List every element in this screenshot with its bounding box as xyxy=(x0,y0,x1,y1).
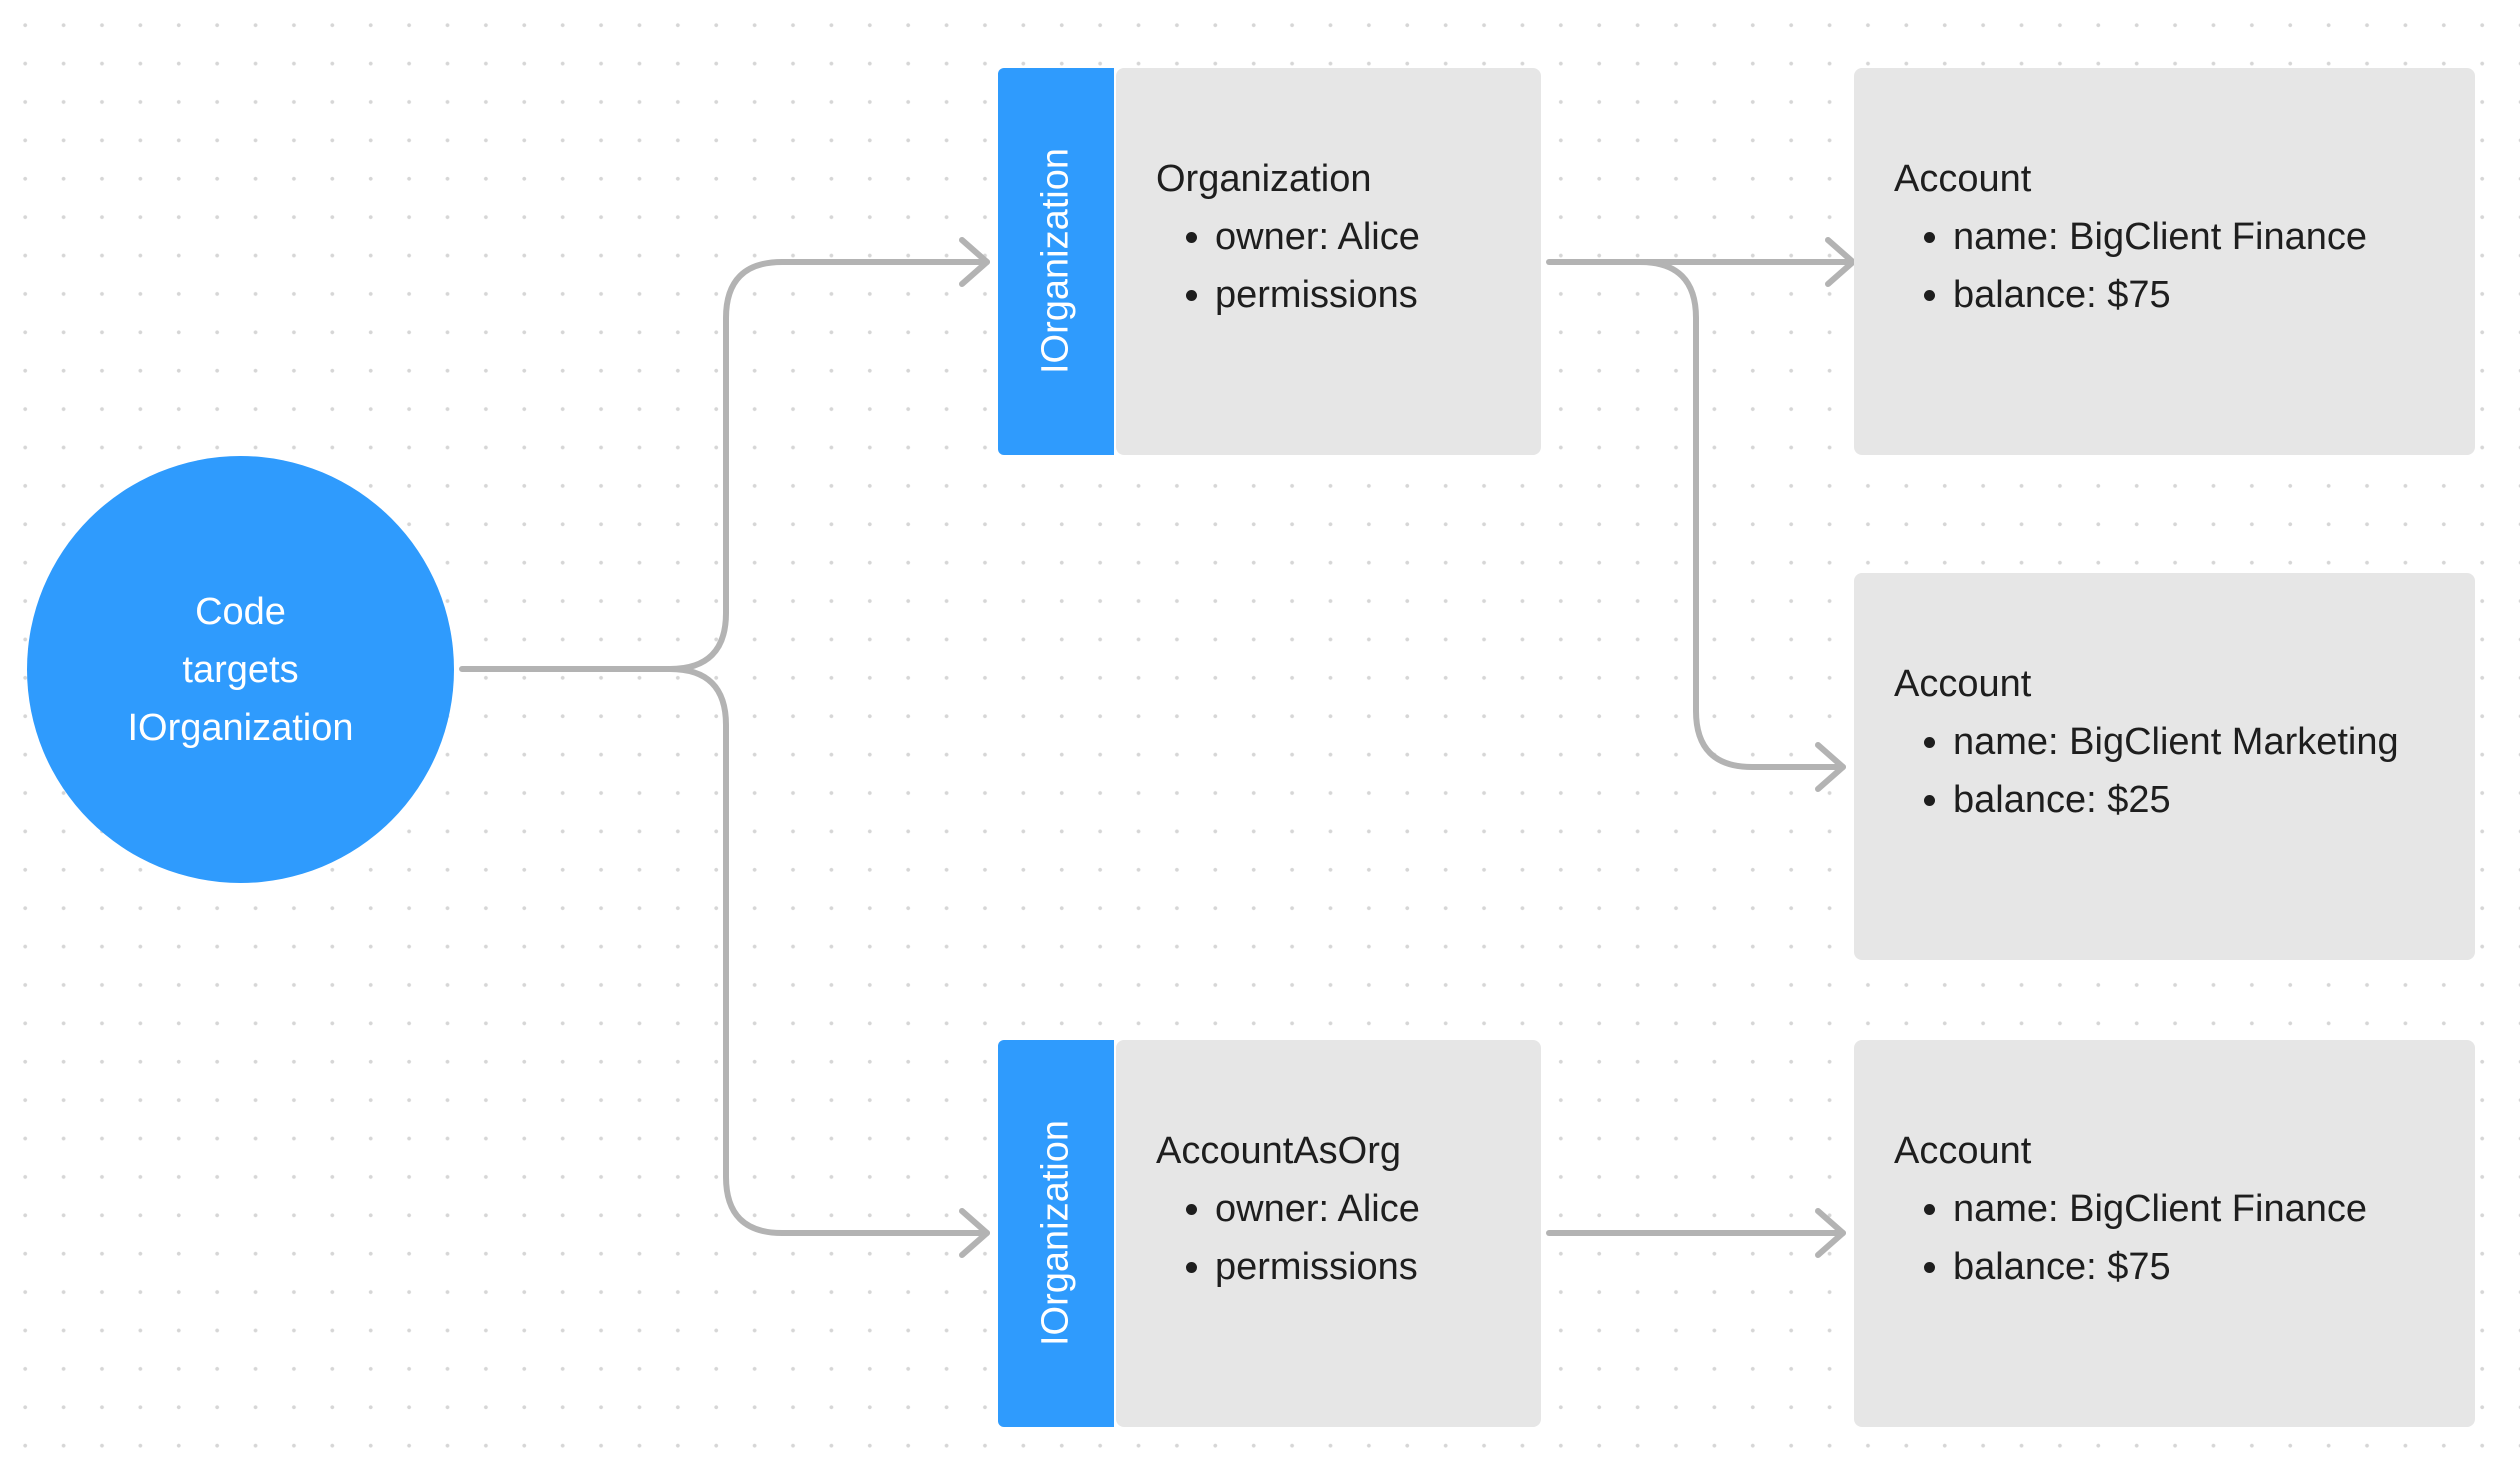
source-line: Code xyxy=(195,590,286,633)
connector-source-to-accountasorg xyxy=(667,666,990,1236)
account-card-finance: Account name: BigClient Finance balance:… xyxy=(1854,68,2475,455)
source-line: targets xyxy=(182,648,299,691)
card-title: Account xyxy=(1894,663,2032,705)
property-list: name: BigClient Finance balance: $75 xyxy=(1894,208,2475,324)
arrowhead-account-marketing xyxy=(1815,742,1846,792)
card-title: AccountAsOrg xyxy=(1156,1130,1401,1172)
property-item: balance: $75 xyxy=(1953,1238,2475,1296)
interface-tab-label: IOrganization xyxy=(1034,147,1077,375)
property-item: name: BigClient Marketing xyxy=(1953,713,2475,771)
property-list: owner: Alice permissions xyxy=(1156,208,1541,324)
property-item: permissions xyxy=(1215,266,1541,324)
source-node-circle: Code targets IOrganization xyxy=(27,456,454,883)
interface-tab-organization: IOrganization xyxy=(998,68,1114,455)
property-item: owner: Alice xyxy=(1215,208,1541,266)
property-item: name: BigClient Finance xyxy=(1953,208,2475,266)
property-item: name: BigClient Finance xyxy=(1953,1180,2475,1238)
arrowhead-account-finance xyxy=(1825,237,1856,287)
card-title: Organization xyxy=(1156,158,1372,200)
interface-tab-label: IOrganization xyxy=(1034,1119,1077,1347)
property-item: balance: $25 xyxy=(1953,771,2475,829)
source-line: IOrganization xyxy=(127,706,354,749)
account-card-finance-lower: Account name: BigClient Finance balance:… xyxy=(1854,1040,2475,1427)
connector-organization-to-account-marketing xyxy=(1637,259,1846,770)
property-list: owner: Alice permissions xyxy=(1156,1180,1541,1296)
property-list: name: BigClient Marketing balance: $25 xyxy=(1894,713,2475,829)
card-title: Account xyxy=(1894,158,2032,200)
property-item: permissions xyxy=(1215,1238,1541,1296)
arrowhead-accountasorg xyxy=(959,1208,990,1258)
property-list: name: BigClient Finance balance: $75 xyxy=(1894,1180,2475,1296)
organization-card: Organization owner: Alice permissions xyxy=(1116,68,1541,455)
arrowhead-organization xyxy=(959,237,990,287)
property-item: balance: $75 xyxy=(1953,266,2475,324)
accountasorg-card: AccountAsOrg owner: Alice permissions xyxy=(1116,1040,1541,1427)
source-node-label: Code targets IOrganization xyxy=(127,583,353,757)
card-title: Account xyxy=(1894,1130,2032,1172)
arrowhead-account-finance-lower xyxy=(1815,1208,1846,1258)
property-item: owner: Alice xyxy=(1215,1180,1541,1238)
connector-source-to-organization xyxy=(459,259,990,672)
interface-tab-accountasorg: IOrganization xyxy=(998,1040,1114,1427)
account-card-marketing: Account name: BigClient Marketing balanc… xyxy=(1854,573,2475,960)
